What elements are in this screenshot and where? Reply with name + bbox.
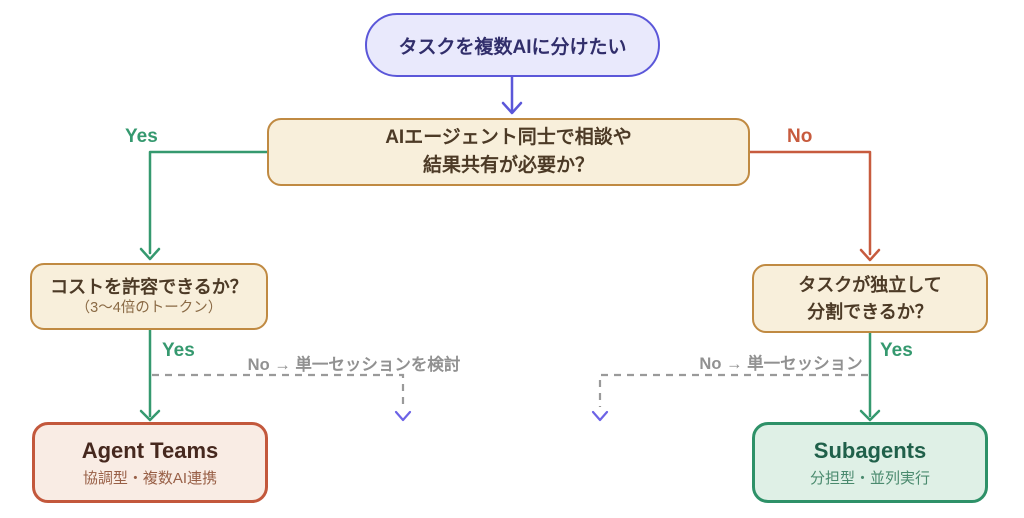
question-share-node: AIエージェント同士で相談や 結果共有が必要か？ (267, 118, 750, 186)
arrow-cost-yes-to-agent-teams (139, 328, 161, 422)
arrow-share-yes-to-cost (139, 150, 269, 261)
dashed-arrow-cost-no (152, 373, 412, 422)
share-no-label: No (787, 126, 813, 147)
share-yes-label: Yes (125, 126, 158, 147)
subagents-subtitle: 分担型・並列実行 (809, 469, 930, 487)
question-split-node: タスクが独立して 分割できるか？ (752, 264, 988, 333)
question-split-line2: 分割できるか？ (807, 301, 933, 322)
arrow-split-yes-to-subagents (859, 331, 881, 422)
question-cost-subtitle: （3〜4倍のトークン） (75, 299, 223, 316)
split-yes-label: Yes (880, 340, 913, 361)
dashed-arrow-split-no (591, 373, 868, 422)
arrow-start-to-share (501, 75, 523, 115)
question-cost-title: コストを許容できるか？ (50, 276, 248, 297)
cost-no-note-label: No → 単一セッションを検討 (247, 356, 461, 374)
question-split-line1: タスクが独立して (798, 275, 942, 296)
agent-teams-title: Agent Teams (81, 437, 219, 463)
result-subagents-node: Subagents 分担型・並列実行 (752, 422, 988, 503)
split-no-note-label: No → 単一セッション (699, 355, 863, 373)
result-agent-teams-node: Agent Teams 協調型・複数AI連携 (32, 422, 268, 503)
start-node-label: タスクを複数AIに分けたい (398, 36, 627, 58)
arrow-share-no-to-split (748, 150, 881, 262)
subagents-title: Subagents (813, 437, 927, 463)
question-share-line1: AIエージェント同士で相談や (385, 127, 632, 149)
start-node: タスクを複数AIに分けたい (365, 13, 660, 77)
question-cost-node: コストを許容できるか？ （3〜4倍のトークン） (30, 263, 268, 330)
question-share-line2: 結果共有が必要か？ (422, 155, 594, 176)
cost-yes-label: Yes (162, 340, 195, 361)
agent-teams-subtitle: 協調型・複数AI連携 (82, 469, 218, 487)
